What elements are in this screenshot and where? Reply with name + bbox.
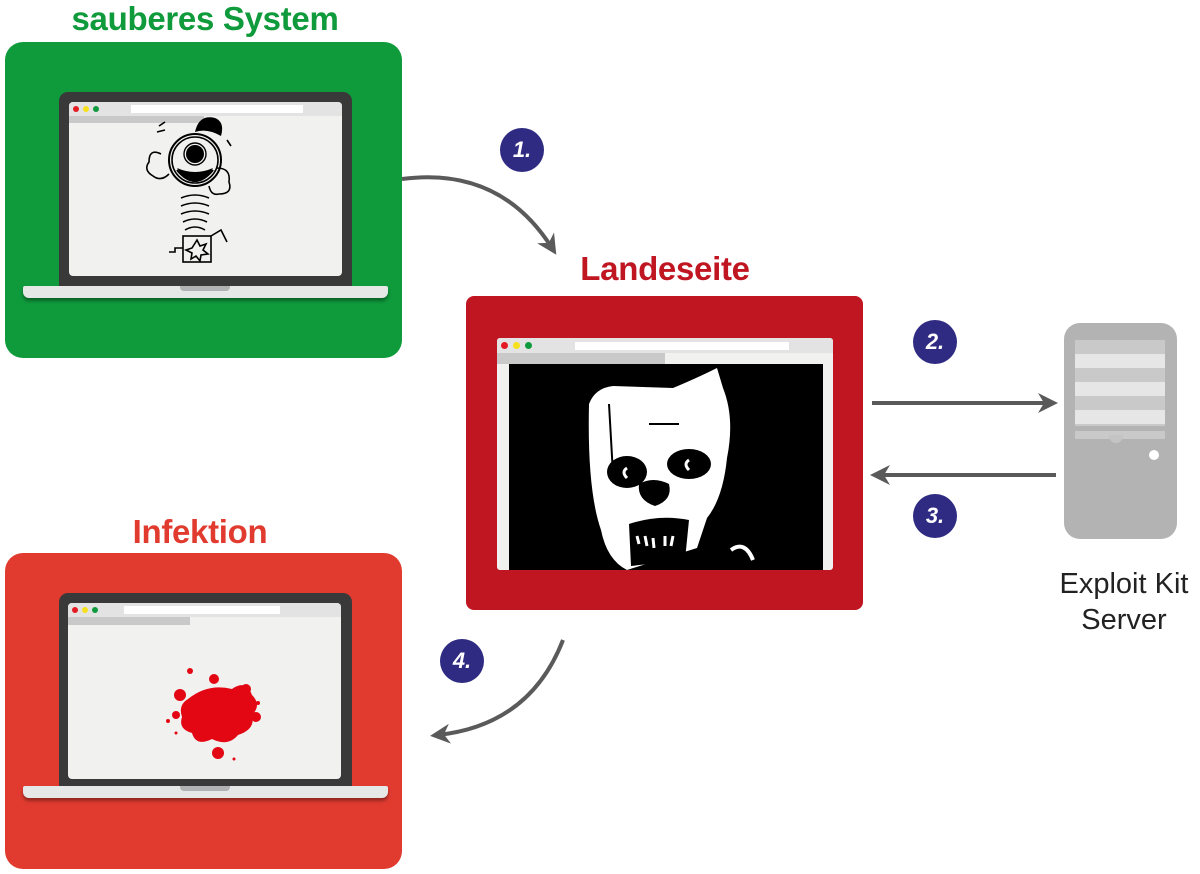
url-bar [131, 105, 303, 113]
blood-splatter-icon [166, 668, 261, 761]
landing-page-panel [466, 296, 863, 610]
clean-system-title: sauberes System [71, 0, 339, 37]
arrow-step-1 [401, 175, 557, 255]
url-bar [575, 342, 789, 350]
step-badge-1: 1. [500, 128, 544, 172]
close-dot-icon [72, 607, 78, 613]
maximize-dot-icon [525, 342, 532, 349]
step-badge-4: 4. [440, 639, 484, 683]
maximize-dot-icon [93, 106, 99, 112]
infection-panel [5, 553, 402, 869]
close-dot-icon [501, 342, 508, 349]
landing-page-image [509, 364, 823, 570]
exploit-kit-server-icon [1064, 323, 1177, 539]
minimize-dot-icon [83, 106, 89, 112]
server-label-line1: Exploit Kit [1059, 568, 1189, 600]
step-badge-2: 2. [913, 320, 957, 364]
evil-clown-face-icon [588, 368, 755, 570]
landing-page-title: Landeseite [580, 250, 750, 287]
browser-window [68, 603, 341, 779]
maximize-dot-icon [92, 607, 98, 613]
infection-title: Infektion [132, 513, 268, 550]
url-bar [124, 606, 280, 614]
browser-window [69, 102, 342, 276]
minimize-dot-icon [82, 607, 88, 613]
browser-window [497, 338, 833, 570]
close-dot-icon [73, 106, 79, 112]
minimize-dot-icon [513, 342, 520, 349]
server-label-line2: Server [1081, 604, 1167, 636]
clean-system-panel [5, 42, 402, 358]
server-label: Exploit Kit Server [1044, 566, 1200, 638]
jack-in-the-box-clown-icon [145, 117, 232, 263]
arrow-step-4 [430, 639, 565, 744]
step-badge-3: 3. [913, 494, 957, 538]
